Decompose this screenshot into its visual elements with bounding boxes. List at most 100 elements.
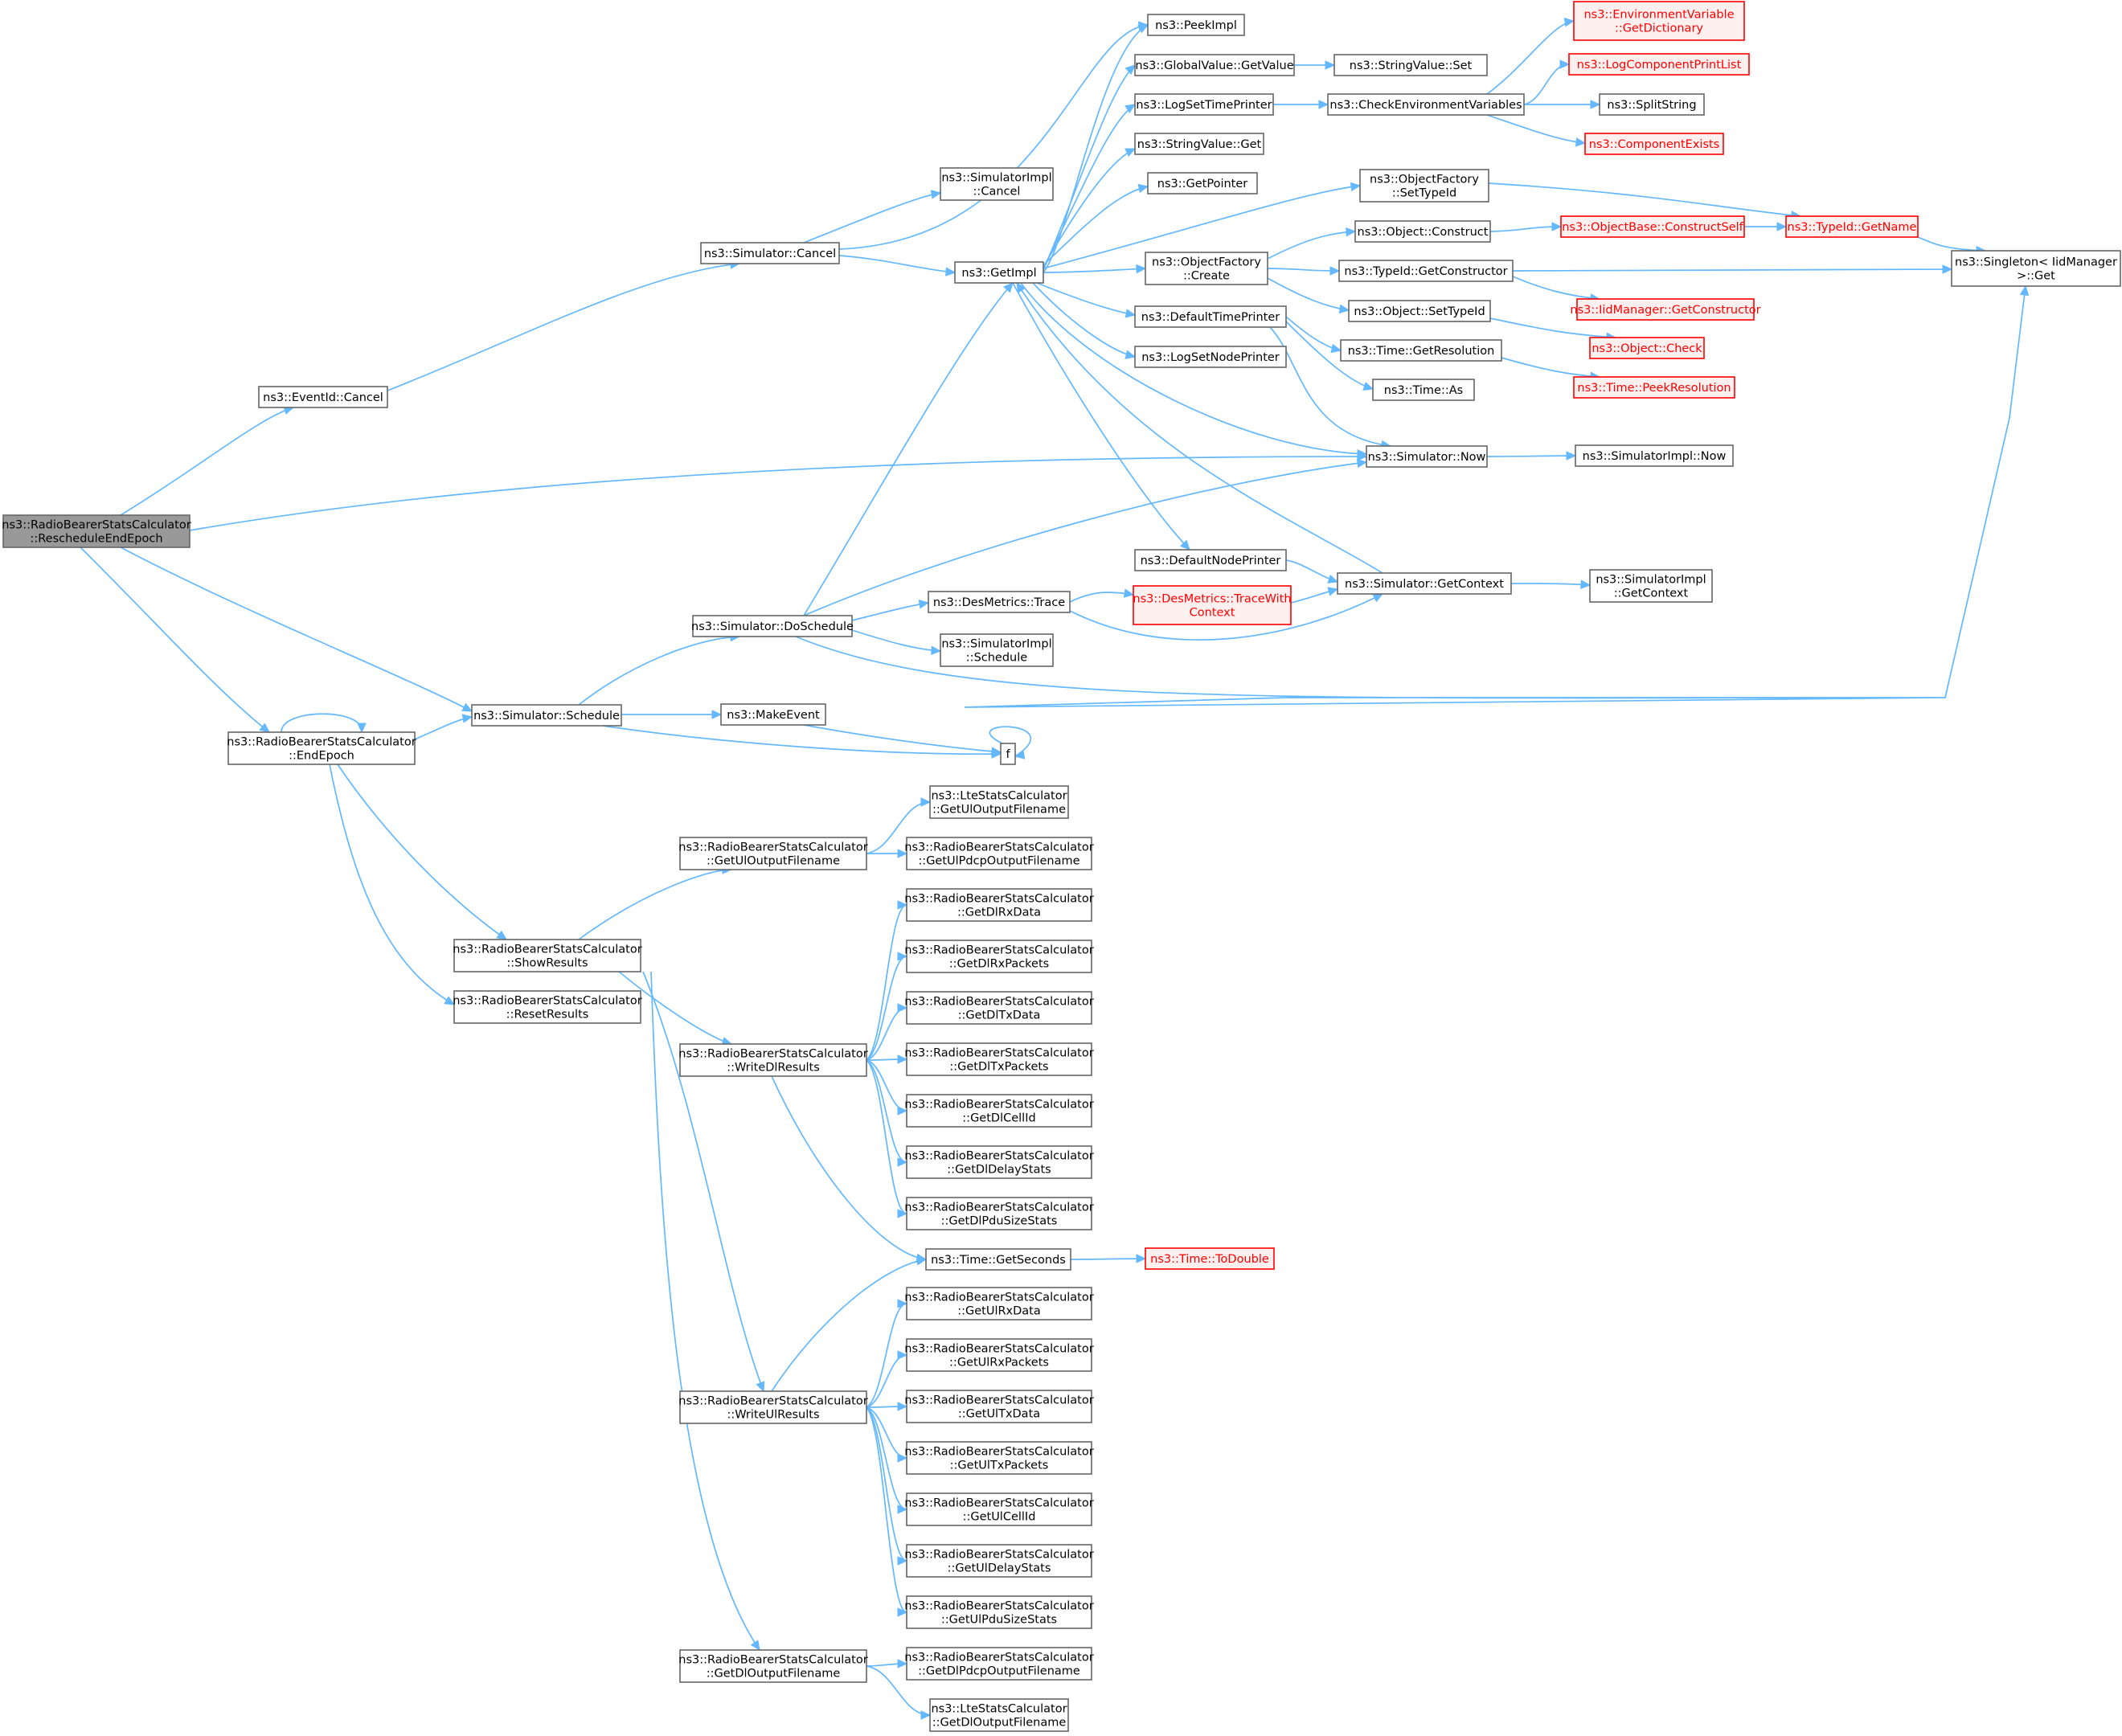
- node-simGetContext[interactable]: ns3::Simulator::GetContext: [1337, 572, 1512, 595]
- node-objConstruct[interactable]: ns3::Object::Construct: [1354, 220, 1491, 243]
- node-svGet[interactable]: ns3::StringValue::Get: [1134, 133, 1264, 155]
- arrowhead: [1776, 222, 1788, 231]
- node-showResults[interactable]: ns3::RadioBearerStatsCalculator::ShowRes…: [453, 939, 642, 972]
- arrowhead: [897, 952, 908, 961]
- node-simSchedule[interactable]: ns3::Simulator::Schedule: [471, 704, 622, 727]
- node-iidGetCtor[interactable]: ns3::IidManager::GetConstructor: [1570, 298, 1761, 321]
- node-ulTxData[interactable]: ns3::RadioBearerStatsCalculator::GetUlTx…: [904, 1390, 1094, 1423]
- node-box: [1133, 585, 1292, 625]
- node-peekImpl[interactable]: ns3::PeekImpl: [1147, 14, 1245, 36]
- node-splitString[interactable]: ns3::SplitString: [1599, 93, 1705, 116]
- node-label: ::GetDlDelayStats: [947, 1164, 1051, 1177]
- node-resetResults[interactable]: ns3::RadioBearerStatsCalculator::ResetRe…: [453, 990, 642, 1024]
- node-getSeconds[interactable]: ns3::Time::GetSeconds: [925, 1248, 1071, 1271]
- node-ulPdcpOut[interactable]: ns3::RadioBearerStatsCalculator::GetUlPd…: [904, 837, 1094, 870]
- node-logSetTime[interactable]: ns3::LogSetTimePrinter: [1134, 93, 1274, 116]
- node-ulPdu[interactable]: ns3::RadioBearerStatsCalculator::GetUlPd…: [904, 1595, 1094, 1629]
- node-getUlOut[interactable]: ns3::RadioBearerStatsCalculator::GetUlOu…: [678, 837, 868, 870]
- node-lteDlOut[interactable]: ns3::LteStatsCalculator::GetDlOutputFile…: [929, 1698, 1069, 1732]
- node-lteUlOut[interactable]: ns3::LteStatsCalculator::GetUlOutputFile…: [929, 785, 1069, 819]
- node-simNow[interactable]: ns3::Simulator::Now: [1366, 445, 1488, 468]
- node-getPointer[interactable]: ns3::GetPointer: [1147, 172, 1258, 194]
- node-label: ns3::Time::PeekResolution: [1577, 382, 1731, 395]
- node-tidGetName[interactable]: ns3::TypeId::GetName: [1785, 215, 1919, 238]
- node-box: [906, 1338, 1092, 1372]
- node-box: [1568, 53, 1750, 76]
- node-simImplCancel[interactable]: ns3::SimulatorImpl::Cancel: [940, 167, 1054, 201]
- node-dlCellId[interactable]: ns3::RadioBearerStatsCalculator::GetDlCe…: [904, 1094, 1094, 1128]
- node-writeDl[interactable]: ns3::RadioBearerStatsCalculator::WriteDl…: [678, 1043, 868, 1077]
- node-simImplSchedule[interactable]: ns3::SimulatorImpl::Schedule: [940, 633, 1054, 667]
- node-box: [453, 939, 641, 972]
- node-defNodePrinter[interactable]: ns3::DefaultNodePrinter: [1134, 549, 1287, 571]
- node-logCompPrint[interactable]: ns3::LogComponentPrintList: [1568, 53, 1750, 76]
- node-timeAs[interactable]: ns3::Time::As: [1372, 379, 1475, 401]
- node-label: ::WriteDlResults: [727, 1062, 820, 1075]
- node-singletonGet[interactable]: ns3::Singleton< IidManager >::Get: [1951, 250, 2121, 287]
- node-simImplGetCtx[interactable]: ns3::SimulatorImpl::GetContext: [1589, 569, 1713, 603]
- node-gvGetValue[interactable]: ns3::GlobalValue::GetValue: [1134, 54, 1295, 76]
- node-ulRxData[interactable]: ns3::RadioBearerStatsCalculator::GetUlRx…: [904, 1287, 1094, 1320]
- node-ofCreate[interactable]: ns3::ObjectFactory::Create: [1145, 252, 1268, 285]
- node-label: ::GetDlPdcpOutputFilename: [918, 1665, 1080, 1678]
- node-box: [1366, 445, 1488, 468]
- node-svSet[interactable]: ns3::StringValue::Set: [1333, 54, 1488, 76]
- node-compExists[interactable]: ns3::ComponentExists: [1584, 133, 1724, 155]
- node-label: ns3::Simulator::DoSchedule: [691, 620, 854, 633]
- node-toDouble[interactable]: ns3::Time::ToDouble: [1145, 1247, 1275, 1270]
- node-simImplNow[interactable]: ns3::SimulatorImpl::Now: [1575, 444, 1734, 467]
- node-getResolution[interactable]: ns3::Time::GetResolution: [1340, 339, 1502, 362]
- node-dlDelay[interactable]: ns3::RadioBearerStatsCalculator::GetDlDe…: [904, 1145, 1094, 1179]
- node-ulRxPackets[interactable]: ns3::RadioBearerStatsCalculator::GetUlRx…: [904, 1338, 1094, 1372]
- node-label: ns3::RadioBearerStatsCalculator: [453, 944, 641, 956]
- node-peekRes[interactable]: ns3::Time::PeekResolution: [1573, 376, 1735, 399]
- node-label: ns3::Object::Construct: [1358, 226, 1489, 239]
- node-ulTxPackets[interactable]: ns3::RadioBearerStatsCalculator::GetUlTx…: [904, 1441, 1094, 1475]
- node-getDlOut[interactable]: ns3::RadioBearerStatsCalculator::GetDlOu…: [678, 1649, 868, 1683]
- node-dlRxPackets[interactable]: ns3::RadioBearerStatsCalculator::GetDlRx…: [904, 940, 1094, 973]
- node-box: [1359, 169, 1489, 203]
- node-objSetTypeId[interactable]: ns3::Object::SetTypeId: [1348, 300, 1491, 322]
- node-getImpl[interactable]: ns3::GetImpl: [954, 261, 1044, 284]
- node-doSchedule[interactable]: ns3::Simulator::DoSchedule: [691, 615, 854, 637]
- node-root[interactable]: ns3::RadioBearerStatsCalculator::Resched…: [2, 514, 191, 548]
- node-logSetNode[interactable]: ns3::LogSetNodePrinter: [1134, 346, 1287, 368]
- node-dlPdu[interactable]: ns3::RadioBearerStatsCalculator::GetDlPd…: [904, 1197, 1094, 1230]
- node-makeEvent[interactable]: ns3::MakeEvent: [720, 703, 826, 726]
- edge-f-to-f: [989, 726, 1031, 760]
- arrowhead: [1318, 100, 1329, 109]
- node-tidGetCtor[interactable]: ns3::TypeId::GetConstructor: [1338, 260, 1514, 282]
- node-label: ns3::RadioBearerStatsCalculator: [904, 1099, 1093, 1112]
- node-desTrace[interactable]: ns3::DesMetrics::Trace: [928, 591, 1071, 613]
- node-obConstructSelf[interactable]: ns3::ObjectBase::ConstructSelf: [1560, 215, 1745, 238]
- node-box: [1000, 743, 1016, 765]
- node-envGetDict[interactable]: ns3::EnvironmentVariable::GetDictionary: [1573, 1, 1745, 41]
- node-dlTxData[interactable]: ns3::RadioBearerStatsCalculator::GetDlTx…: [904, 991, 1094, 1025]
- node-eventCancel[interactable]: ns3::EventId::Cancel: [258, 386, 388, 408]
- node-ulDelay[interactable]: ns3::RadioBearerStatsCalculator::GetUlDe…: [904, 1544, 1094, 1578]
- node-dlRxData[interactable]: ns3::RadioBearerStatsCalculator::GetDlRx…: [904, 888, 1094, 922]
- edge-getDlOut-to-lteDlOut: [866, 1665, 932, 1720]
- edge-simGetContext-to-simImplGetCtx: [1510, 579, 1592, 589]
- node-label: ns3::RadioBearerStatsCalculator: [904, 1446, 1093, 1459]
- node-simCancel[interactable]: ns3::Simulator::Cancel: [700, 242, 840, 264]
- node-dlPdcpOut[interactable]: ns3::RadioBearerStatsCalculator::GetDlPd…: [904, 1647, 1094, 1681]
- node-dlTxPackets[interactable]: ns3::RadioBearerStatsCalculator::GetDlTx…: [904, 1042, 1094, 1076]
- node-box: [1147, 14, 1245, 36]
- edge-writeUl-to-ulRxPackets: [866, 1350, 908, 1408]
- node-box: [1327, 93, 1525, 116]
- node-writeUl[interactable]: ns3::RadioBearerStatsCalculator::WriteUl…: [678, 1390, 868, 1424]
- node-ofSetTypeId[interactable]: ns3::ObjectFactory::SetTypeId: [1359, 169, 1489, 203]
- node-label: ns3::LogSetTimePrinter: [1136, 99, 1272, 112]
- arrowhead: [897, 1209, 908, 1218]
- node-ulCellId[interactable]: ns3::RadioBearerStatsCalculator::GetUlCe…: [904, 1492, 1094, 1526]
- node-objCheck[interactable]: ns3::Object::Check: [1589, 337, 1705, 359]
- node-checkEnv[interactable]: ns3::CheckEnvironmentVariables: [1327, 93, 1525, 116]
- node-f[interactable]: f: [1000, 743, 1016, 765]
- node-endEpoch[interactable]: ns3::RadioBearerStatsCalculator::EndEpoc…: [227, 731, 416, 765]
- edge-getImpl-to-simNow: [1020, 282, 1368, 459]
- node-box: [700, 242, 840, 264]
- node-label: ns3::RadioBearerStatsCalculator: [904, 893, 1093, 906]
- node-defTimePrinter[interactable]: ns3::DefaultTimePrinter: [1134, 305, 1287, 328]
